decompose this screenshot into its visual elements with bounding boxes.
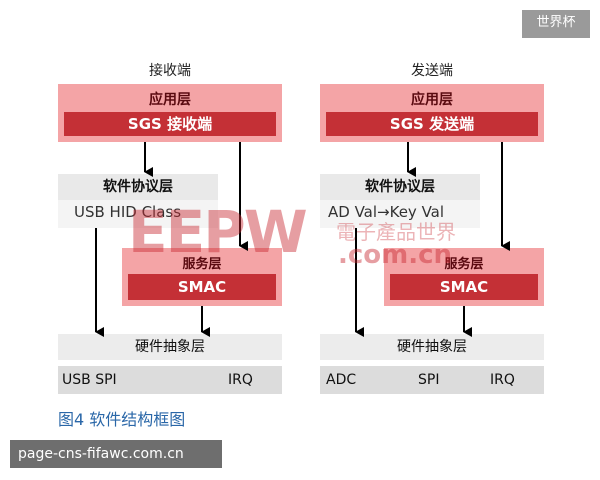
sender-port-spi: SPI xyxy=(418,372,440,388)
corner-tag[interactable]: 世界杯 xyxy=(522,10,590,38)
sender-service-sub: SMAC xyxy=(390,274,538,300)
sender-port-adc: ADC xyxy=(326,372,357,388)
url-banner[interactable]: page-cns-fifawc.com.cn xyxy=(10,440,222,468)
receiver-app-sub: SGS 接收端 xyxy=(64,112,276,136)
software-architecture-diagram: 接收端 应用层 SGS 接收端 软件协议层 USB HID Class 服务层 … xyxy=(58,63,544,429)
receiver-port-usb-spi: USB SPI xyxy=(62,372,117,388)
receiver-service-layer-label: 服务层 xyxy=(182,257,222,272)
sender-ports: ADC SPI IRQ xyxy=(320,366,544,394)
watermark-logo: EEPW xyxy=(128,198,308,266)
receiver-ports: USB SPI IRQ xyxy=(58,366,282,394)
receiver-hal: 硬件抽象层 xyxy=(58,334,282,360)
sender-service-layer-label: 服务层 xyxy=(444,257,484,272)
receiver-service-sub: SMAC xyxy=(128,274,276,300)
receiver-app-layer-label: 应用层 xyxy=(149,92,191,108)
sender-service-layer: 服务层 SMAC xyxy=(384,248,544,306)
receiver-protocol-layer: 软件协议层 xyxy=(58,174,218,200)
receiver-port-irq: IRQ xyxy=(228,372,253,388)
watermark-domain: .com.cn xyxy=(338,240,453,270)
sender-port-irq: IRQ xyxy=(490,372,515,388)
sender-app-layer: 应用层 SGS 发送端 xyxy=(320,84,544,142)
receiver-service-layer: 服务层 SMAC xyxy=(122,248,282,306)
figure-caption: 图4 软件结构框图 xyxy=(58,410,186,429)
sender-title: 发送端 xyxy=(411,63,453,79)
sender-app-sub: SGS 发送端 xyxy=(326,112,538,136)
receiver-app-layer: 应用层 SGS 接收端 xyxy=(58,84,282,142)
receiver-title: 接收端 xyxy=(149,63,191,79)
flow-arrows xyxy=(95,142,510,337)
sender-protocol-sub: AD Val→Key Val xyxy=(320,200,480,228)
watermark-chinese: 電子產品世界 xyxy=(336,220,456,244)
sender-protocol-layer: 软件协议层 xyxy=(320,174,480,200)
sender-hal: 硬件抽象层 xyxy=(320,334,544,360)
receiver-protocol-sub: USB HID Class xyxy=(58,200,218,228)
sender-app-layer-label: 应用层 xyxy=(411,92,453,108)
